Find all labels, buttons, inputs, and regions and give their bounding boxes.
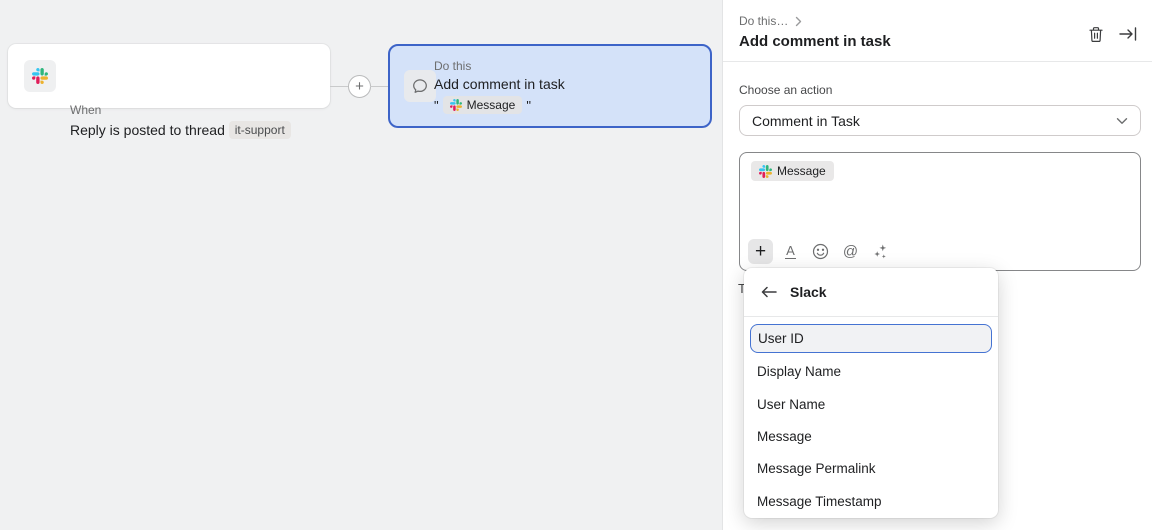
popup-item-message-timestamp[interactable]: Message Timestamp <box>744 486 998 516</box>
sparkles-icon <box>874 244 887 259</box>
popup-title: Slack <box>790 284 827 300</box>
occluded-help-text: T <box>738 281 746 296</box>
popup-divider <box>744 316 998 317</box>
connector-line-right <box>370 86 388 87</box>
quote-close: " <box>526 97 531 113</box>
connector-line-left <box>330 86 348 87</box>
arrow-left-icon <box>761 286 777 298</box>
popup-item-user-id[interactable]: User ID <box>750 324 992 353</box>
workflow-canvas: When Reply is posted to thread it-suppor… <box>0 0 722 530</box>
action-card-selected[interactable]: Do this Add comment in task " Message " <box>388 44 712 128</box>
action-card-label: Do this <box>434 59 472 73</box>
plus-icon: + <box>754 241 767 262</box>
choose-action-label: Choose an action <box>739 83 833 97</box>
action-card-value: " Message " <box>434 96 531 114</box>
popup-item-label: Message <box>757 428 812 444</box>
comment-editor[interactable]: Message + A @ <box>739 152 1141 271</box>
emoji-button[interactable] <box>808 239 833 264</box>
breadcrumb-label: Do this… <box>739 14 789 28</box>
chevron-right-icon <box>796 16 802 26</box>
action-card-title: Add comment in task <box>434 76 565 92</box>
back-button[interactable] <box>761 286 777 298</box>
message-token-pill: Message <box>442 96 523 114</box>
token-label: Message <box>466 98 516 112</box>
collapse-panel-button[interactable] <box>1118 24 1138 44</box>
mention-button[interactable]: @ <box>838 239 863 264</box>
popup-item-user-name[interactable]: User Name <box>744 389 998 419</box>
slack-icon <box>759 164 772 178</box>
collapse-panel-icon <box>1119 27 1137 41</box>
action-select-value: Comment in Task <box>752 112 860 129</box>
token-label: Message <box>777 164 826 178</box>
popup-item-label: Display Name <box>757 363 842 379</box>
plus-icon: + <box>355 78 364 95</box>
panel-header: Do this… Add comment in task <box>723 0 1152 62</box>
text-format-button[interactable]: A <box>778 239 803 264</box>
delete-button[interactable] <box>1086 24 1106 44</box>
trigger-card[interactable]: When Reply is posted to thread it-suppor… <box>8 44 330 139</box>
panel-title: Add comment in task <box>739 33 891 50</box>
popup-item-label: User Name <box>757 396 826 412</box>
emoji-icon <box>812 243 829 260</box>
channel-chip: it-support <box>228 121 291 139</box>
chevron-down-icon <box>1116 117 1128 125</box>
popup-item-label: User ID <box>758 331 804 346</box>
insert-variable-button[interactable]: + <box>748 239 773 264</box>
popup-item-label: Message Permalink <box>757 460 876 476</box>
format-icon: A <box>785 242 796 260</box>
slack-icon <box>24 60 56 92</box>
popup-item-message-permalink[interactable]: Message Permalink <box>744 453 998 483</box>
popup-item-label: Message Timestamp <box>757 493 882 509</box>
message-token-pill[interactable]: Message <box>751 161 834 181</box>
popup-header: Slack <box>744 268 998 316</box>
variable-picker-popup: Slack User ID Display Name User Name Mes… <box>744 268 998 518</box>
add-step-button[interactable]: + <box>348 75 371 98</box>
breadcrumb[interactable]: Do this… <box>739 14 802 28</box>
slack-icon <box>449 99 462 111</box>
trash-icon <box>1089 26 1103 42</box>
comment-bubble-icon <box>404 70 436 102</box>
editor-toolbar: + A @ <box>748 239 893 264</box>
quote-open: " <box>434 97 439 113</box>
trigger-card-title: Reply is posted to thread it-support <box>70 121 291 139</box>
popup-item-message[interactable]: Message <box>744 421 998 451</box>
trigger-title-text: Reply is posted to thread <box>70 122 225 138</box>
ai-assist-button[interactable] <box>868 239 893 264</box>
trigger-card-label: When <box>70 103 102 117</box>
action-select[interactable]: Comment in Task <box>739 105 1141 136</box>
popup-item-display-name[interactable]: Display Name <box>744 356 998 386</box>
at-icon: @ <box>842 243 859 260</box>
